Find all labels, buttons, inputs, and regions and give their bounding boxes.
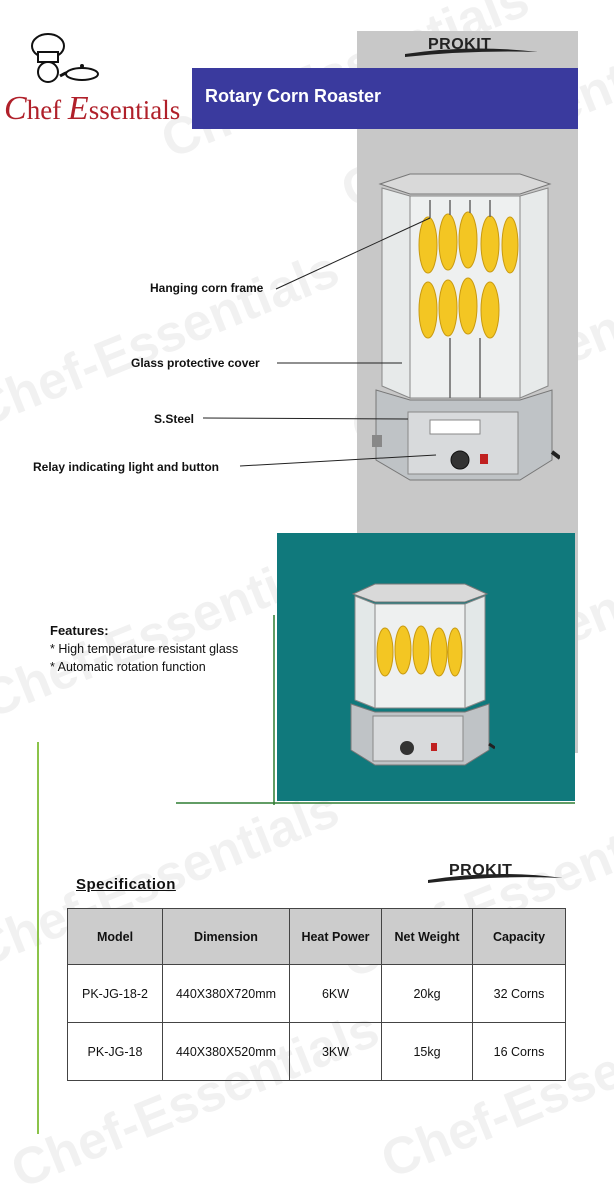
features-list: Features: * High temperature resistant g… [50,622,238,676]
table-cell: 6KW [289,964,382,1023]
table-cell: 440X380X720mm [162,964,290,1023]
table-cell: 440X380X520mm [162,1022,290,1081]
table-cell: PK-JG-18-2 [67,964,163,1023]
prokit-logo-top: PROKIT [400,34,540,64]
table-cell: 16 Corns [472,1022,566,1081]
column-header: Heat Power [289,908,382,965]
title-bar [192,68,578,129]
corn-roaster-image [372,173,560,481]
table-cell: 15kg [381,1022,473,1081]
callout-glass-cover: Glass protective cover [131,356,260,370]
table-cell: 3KW [289,1022,382,1081]
callout-lines [202,217,437,467]
column-header: Model [67,908,163,965]
table-header-row: Model Dimension Heat Power Net Weight Ca… [67,908,566,965]
specification-title: Specification [76,876,176,893]
column-header: Capacity [472,908,566,965]
callout-stainless-steel: S.Steel [154,412,195,426]
feature-item: * Automatic rotation function [50,660,206,674]
chef-essentials-logo: Chef Essentials [0,28,190,128]
callout-relay-light-button: Relay indicating light and button [33,460,219,474]
callout-hanging-corn-frame: Hanging corn frame [150,281,264,295]
feature-item: * High temperature resistant glass [50,642,239,656]
logo-wordmark: Chef Essentials [4,90,181,127]
accent-lines [37,615,575,1134]
chef-hat-icon [31,33,99,83]
table-row: PK-JG-18-2 440X380X720mm 6KW 20kg 32 Cor… [67,964,566,1023]
table-cell: 32 Corns [472,964,566,1023]
swoosh-icon [405,48,538,57]
features-heading: Features: [50,623,109,638]
column-header: Net Weight [381,908,473,965]
page-title: Rotary Corn Roaster [205,86,382,106]
corn-roaster-small-image [350,583,495,766]
prokit-logo-bottom: PROKIT [425,860,565,890]
table-cell: 20kg [381,964,473,1023]
table-row: PK-JG-18 440X380X520mm 3KW 15kg 16 Corns [67,1022,566,1081]
column-header: Dimension [162,908,290,965]
table-cell: PK-JG-18 [67,1022,163,1081]
specification-table: Model Dimension Heat Power Net Weight Ca… [67,908,566,1081]
swoosh-icon [428,873,563,883]
